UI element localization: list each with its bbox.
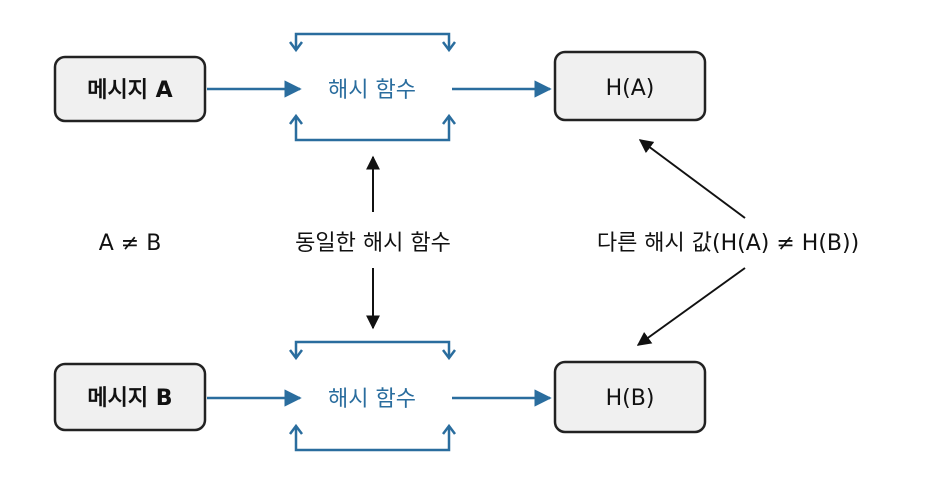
output-b-label: H(B) (606, 386, 655, 411)
different-values-label: 다른 해시 값(H(A) ≠ H(B)) (597, 231, 859, 256)
arrow-different-values-up (638, 139, 746, 219)
hash-function-a-top-bracket (294, 32, 451, 48)
hash-function-a-label: 해시 함수 (328, 78, 416, 103)
hash-function-b-top-bracket (294, 340, 451, 356)
arrow-different-values-down (636, 267, 746, 346)
message-b-label: 메시지 B (87, 386, 172, 411)
message-a-box: 메시지 A (53, 55, 207, 123)
hash-function-b-bottom-bracket (294, 428, 451, 452)
output-b-box: H(B) (553, 360, 707, 434)
output-a-box: H(A) (553, 50, 707, 122)
hash-function-b-label: 해시 함수 (328, 387, 416, 412)
hash-function-b: 해시 함수 (289, 340, 456, 452)
same-function-label: 동일한 해시 함수 (295, 231, 451, 256)
hash-function-a: 해시 함수 (289, 32, 456, 142)
hash-function-a-bottom-bracket (294, 118, 451, 142)
message-b-box: 메시지 B (53, 362, 207, 432)
not-equal-label: A ≠ B (99, 231, 162, 256)
message-a-label: 메시지 A (87, 78, 172, 103)
output-a-label: H(A) (606, 76, 655, 101)
